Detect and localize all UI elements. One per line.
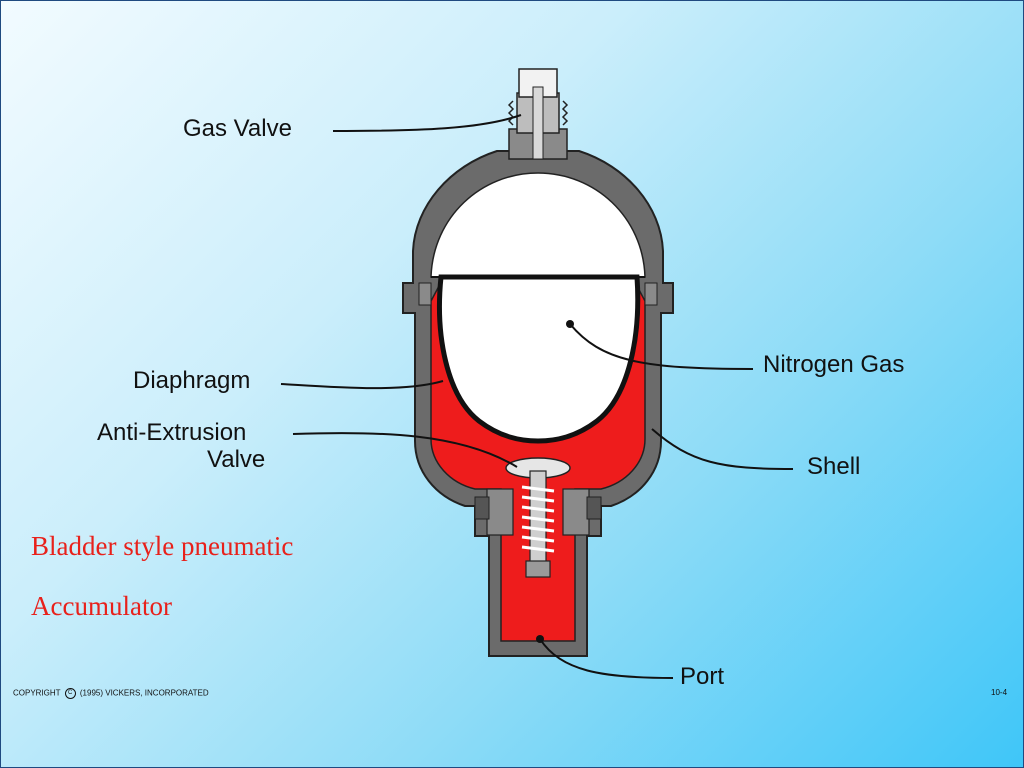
copyright-circle-icon: C (64, 688, 76, 699)
label-anti-extrusion-line1: Anti-Extrusion (97, 419, 247, 446)
shell-ridge-right (644, 282, 658, 306)
label-nitrogen-gas: Nitrogen Gas (763, 351, 905, 378)
caption-line1: Bladder style pneumatic (31, 531, 294, 561)
label-port: Port (680, 663, 725, 690)
leader-diaphragm (280, 380, 444, 390)
label-anti-extrusion-line2: Valve (207, 446, 266, 473)
copyright-suffix: (1995) VICKERS, INCORPORATED (79, 688, 209, 698)
leader-gas-valve (332, 114, 522, 132)
valve-stem (532, 86, 544, 160)
leader-port (539, 638, 674, 679)
port-collar-left (474, 496, 490, 520)
spring (521, 485, 555, 553)
poppet-nut (525, 560, 551, 578)
footer-copyright: COPYRIGHT C (1995) VICKERS, INCORPORATED (13, 688, 209, 699)
leader-nitrogen-gas (569, 323, 754, 370)
port-fitting-right (562, 488, 590, 536)
label-gas-valve: Gas Valve (183, 115, 292, 142)
gas-dome (430, 172, 646, 278)
label-shell: Shell (807, 453, 861, 480)
copyright-prefix: COPYRIGHT (13, 688, 61, 698)
port-fitting-left (486, 488, 514, 536)
footer-page-number: 10-4 (991, 688, 1008, 697)
leader-shell (651, 428, 794, 470)
bladder (437, 274, 641, 444)
dot-nitrogen-gas (566, 320, 574, 328)
valve-threads (507, 100, 569, 126)
label-diaphragm: Diaphragm (133, 367, 251, 394)
caption-line2: Accumulator (31, 591, 172, 621)
dot-port (536, 635, 544, 643)
port-collar-right (586, 496, 602, 520)
leader-anti-extrusion (292, 432, 518, 468)
shell-ridge-left (418, 282, 432, 306)
